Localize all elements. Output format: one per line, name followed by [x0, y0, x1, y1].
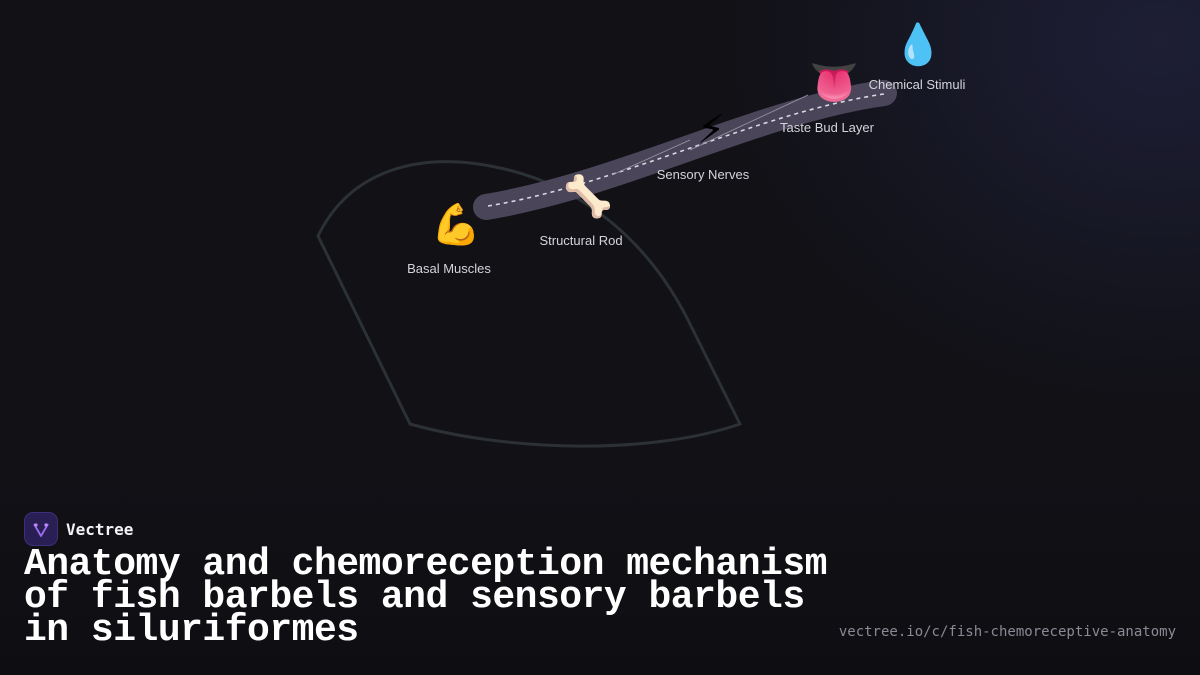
- brand[interactable]: Vectree: [24, 512, 133, 546]
- flexed-biceps-icon: 💪: [431, 201, 481, 248]
- barbel-shaft: [473, 80, 897, 220]
- page-title: Anatomy and chemoreception mechanism of …: [24, 543, 827, 652]
- node-label-chemical-stimuli: Chemical Stimuli: [869, 77, 966, 92]
- leader-line-taste: [689, 94, 809, 151]
- lightning-icon: ⚡: [697, 107, 725, 153]
- tongue-icon: 👅: [809, 60, 859, 106]
- node-label-structural-rod: Structural Rod: [539, 233, 622, 248]
- fish-head-outline: [316, 160, 743, 448]
- source-url[interactable]: vectree.io/c/fish-chemoreceptive-anatomy: [838, 624, 1176, 640]
- node-label-sensory-nerves: Sensory Nerves: [657, 167, 750, 182]
- node-label-basal-muscles: Basal Muscles: [407, 261, 491, 276]
- droplet-icon: 💧: [893, 21, 943, 68]
- vectree-logo-icon: [24, 512, 58, 546]
- leader-line-nerves: [611, 139, 691, 176]
- bone-icon: 🦴: [563, 172, 613, 220]
- brand-name: Vectree: [66, 519, 134, 539]
- node-label-taste-bud-layer: Taste Bud Layer: [780, 120, 875, 135]
- barbel-axis-line: [487, 93, 885, 207]
